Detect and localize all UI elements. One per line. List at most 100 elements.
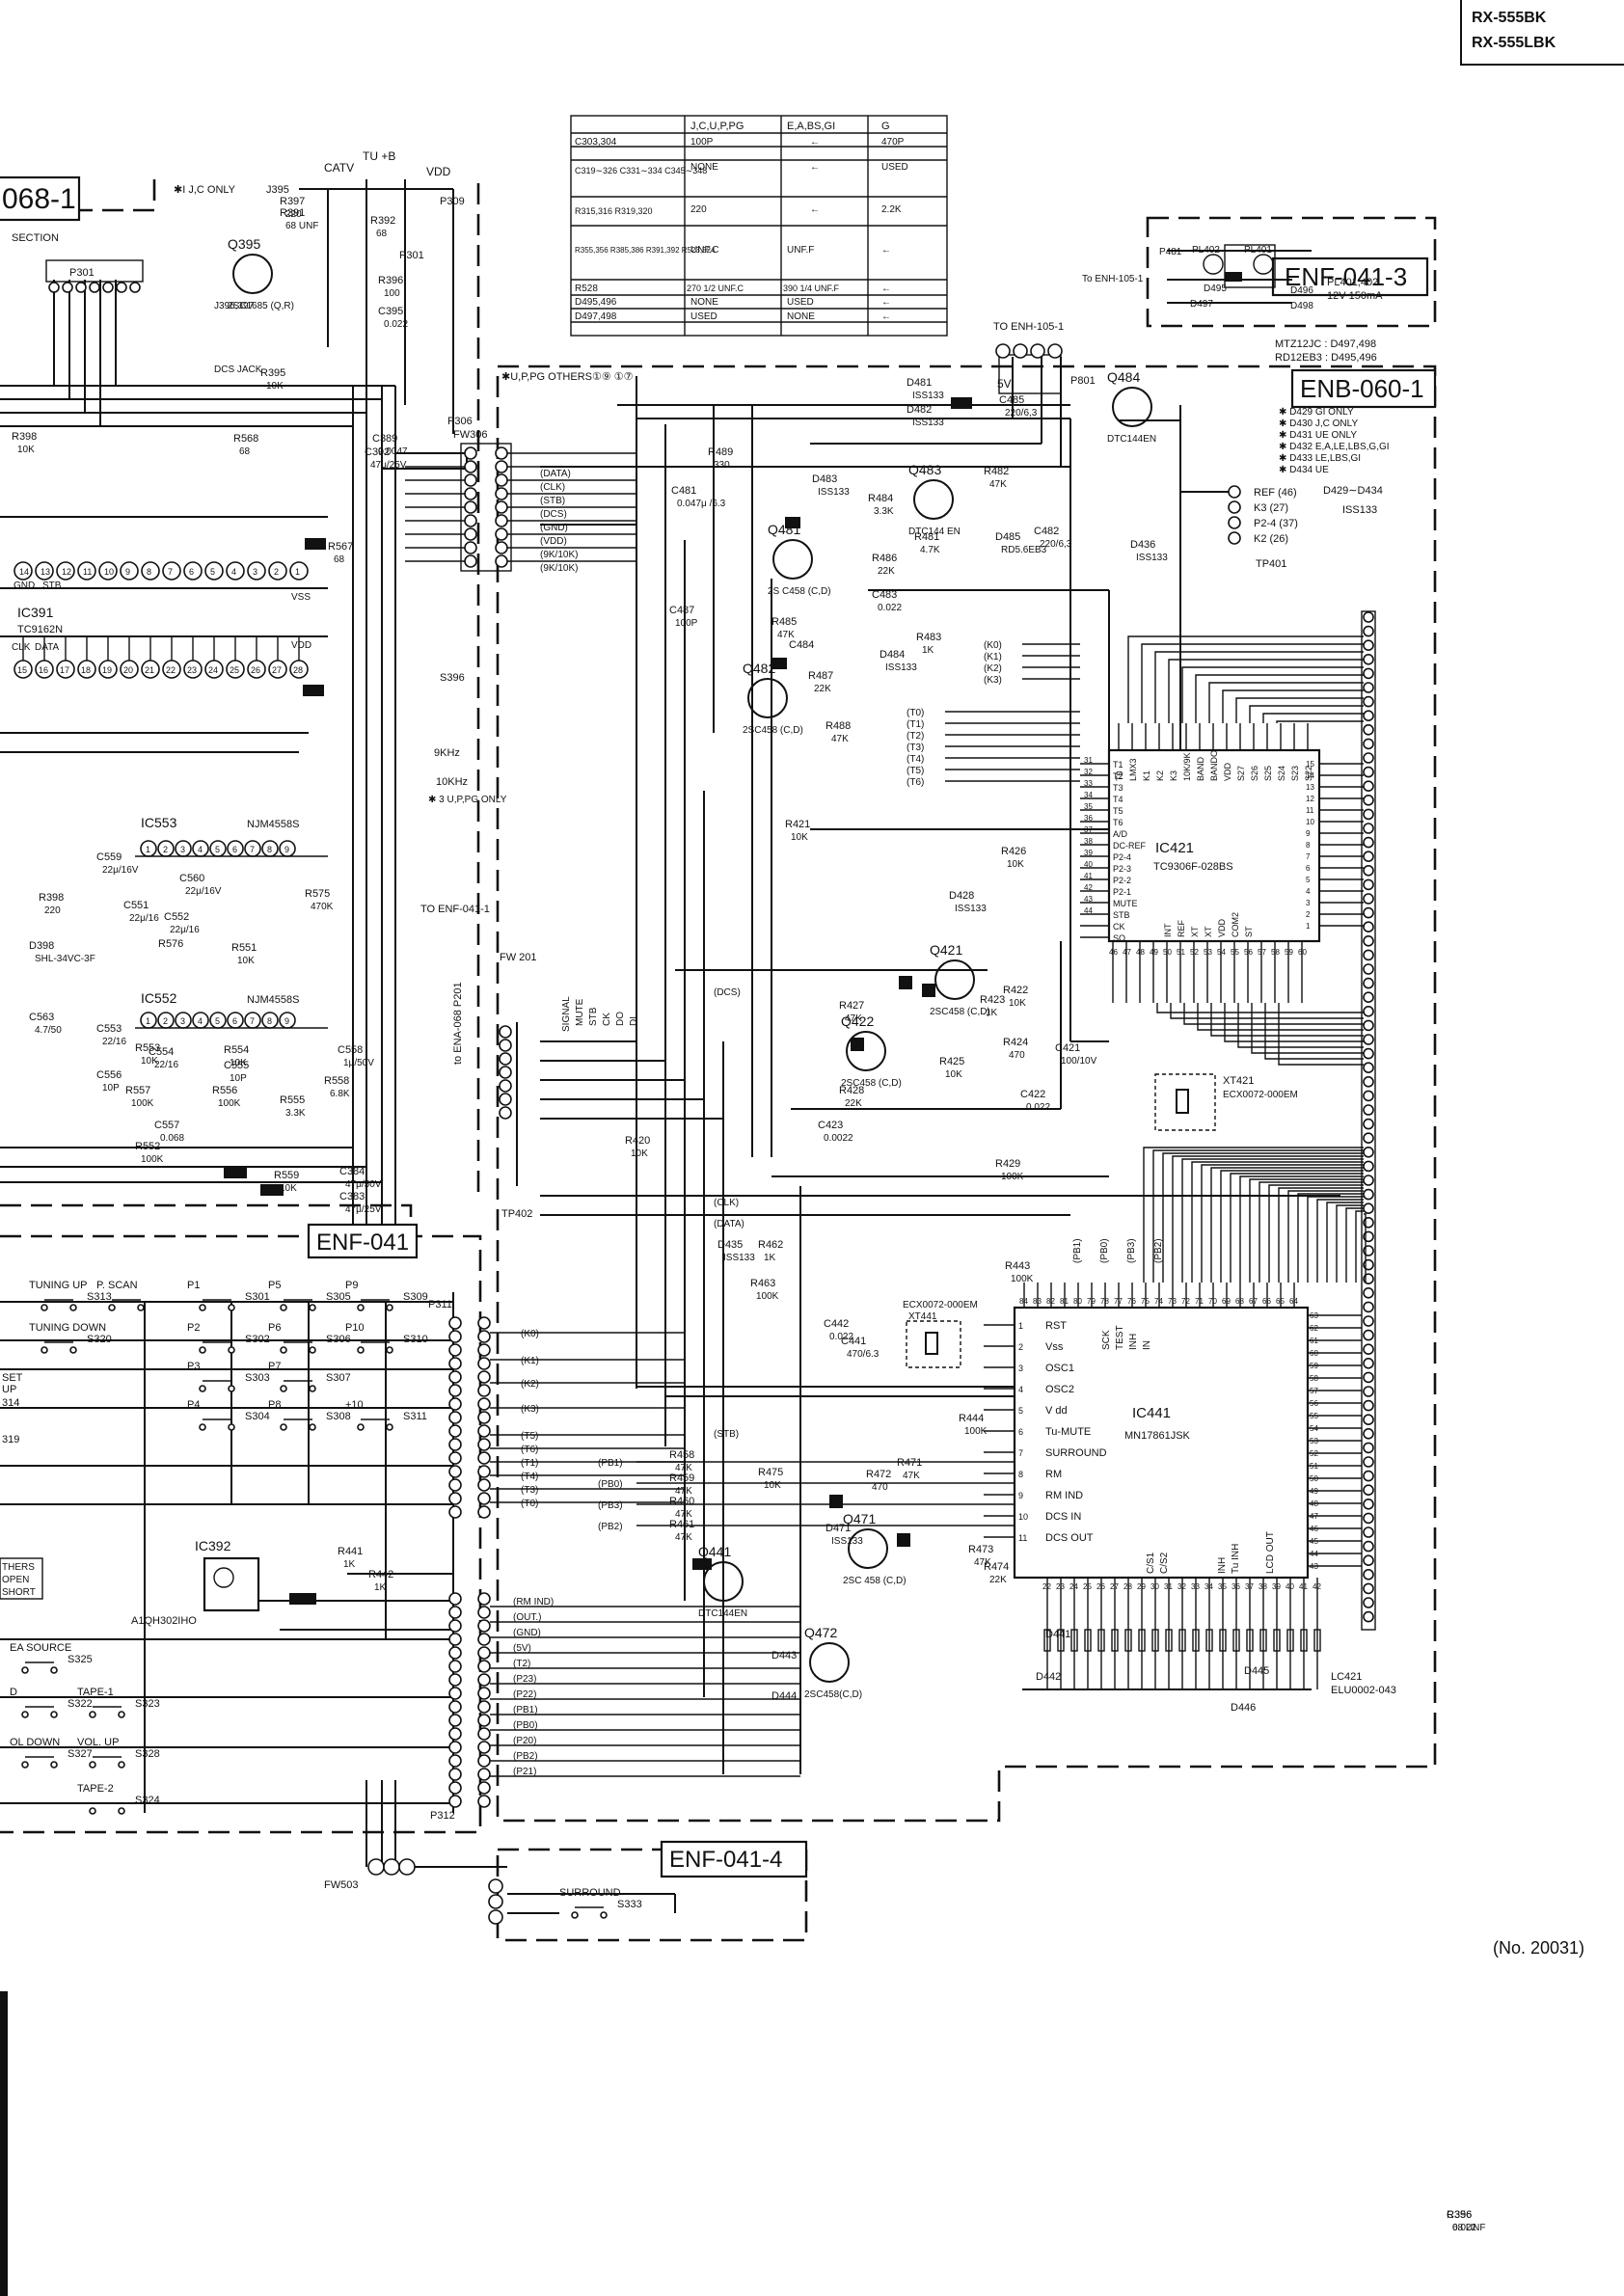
component-value: ISS133 (912, 418, 944, 428)
ic392-ref: IC392 (195, 1538, 231, 1553)
switch-ref: S307 (326, 1372, 351, 1384)
pb-signal-label: (PB0) (598, 1479, 623, 1490)
label-j395: J395 (266, 184, 289, 196)
left-label-319: 319 (2, 1434, 19, 1445)
table-cell: ← (810, 137, 820, 148)
component-value: 1K (986, 1008, 998, 1018)
component-ref: C481 (671, 485, 696, 497)
ic421-pin-number: 33 (1084, 779, 1093, 788)
component-value: 470/6.3 (847, 1349, 880, 1360)
note-ijc-only: ✱I J,C ONLY (174, 184, 236, 196)
xt441-ref: XT441 (908, 1311, 937, 1322)
component-value: 47K (675, 1532, 692, 1543)
component-value: 68 UNF (1452, 2223, 1485, 2233)
ic441-pin-number: 63 (1310, 1311, 1318, 1320)
ic441-pin-number: 69 (1222, 1297, 1231, 1306)
component-ref: D485 (995, 531, 1020, 543)
lc421-ref: LC421 (1331, 1671, 1362, 1683)
p311-signal: (T0) (521, 1499, 538, 1509)
t-bus-label: (T1) (907, 719, 924, 730)
component-ref: C442 (824, 1318, 849, 1330)
switch-ref: S310 (403, 1334, 428, 1345)
ic441-pin-number: 71 (1195, 1297, 1204, 1306)
ic421-pin-label: BAND (1196, 756, 1205, 781)
ic441-pin-number: 50 (1310, 1474, 1318, 1483)
ic441-pin-number: 25 (1083, 1582, 1092, 1591)
component-value: 47K (675, 1463, 692, 1473)
ic441-pin-label: RM IND (1045, 1490, 1083, 1501)
left-label-up: UP (2, 1384, 16, 1395)
table-cell: C319∼326 C331∼334 C345∼348 (575, 166, 707, 176)
component-value: 1K (374, 1582, 387, 1593)
ic441-pin-number: 46 (1310, 1525, 1318, 1533)
component-value: ISS133 (818, 487, 850, 498)
switch-label: P7 (268, 1361, 281, 1372)
switch-label: P9 (345, 1280, 358, 1291)
ic391-label-data: DATA (35, 642, 60, 653)
component-value: 100P (675, 618, 698, 629)
component-value: 47μ/25V (370, 460, 407, 471)
note-d429-d434: D429∼D434 (1323, 485, 1383, 497)
ena-068-title-box (0, 176, 81, 222)
component-ref: R482 (984, 466, 1009, 477)
power-tub: TU +B (363, 149, 395, 163)
component-value: 47K (974, 1557, 991, 1568)
ic441-right-pins: 6362616059585756555453525150494847464544… (1308, 1311, 1362, 1571)
ic441-pin-number: 77 (1114, 1297, 1123, 1306)
t-bus-label: (T6) (907, 777, 924, 788)
lamp-pl402-label: PL402 (1192, 245, 1220, 256)
ic553-part: NJM4558S (247, 819, 299, 830)
component-ref: R473 (968, 1544, 993, 1555)
ic421-pin-number: 36 (1084, 814, 1093, 823)
ic441-pin-number: 70 (1208, 1297, 1217, 1306)
t-bus-label: (T0) (907, 708, 924, 718)
enf-041-title-box (307, 1223, 419, 1259)
switch-label: VOL. UP (77, 1737, 119, 1748)
component-ref: R553 (135, 1042, 160, 1054)
ic552-ref: IC552 (141, 990, 177, 1006)
component-value: 10K (141, 1056, 158, 1067)
k-bus-label: (K3) (984, 675, 1002, 686)
ic421-pin-number: 32 (1084, 768, 1093, 776)
p312-signal: (P22) (513, 1689, 536, 1700)
component-ref: C483 (872, 589, 897, 601)
component-ref: R423 (980, 994, 1005, 1006)
switch-ref: S328 (135, 1748, 160, 1760)
ic441-pin-number: 47 (1310, 1512, 1318, 1521)
ic441-ref: IC441 (1132, 1405, 1171, 1421)
op-amp-pin-number: 7 (250, 845, 255, 854)
ic441-pin-number: 35 (1218, 1582, 1227, 1591)
op-amp-pin-number: 7 (250, 1016, 255, 1026)
component-value: 100K (131, 1098, 154, 1109)
component-ref: R486 (872, 553, 897, 564)
transistor-ref: Q471 (843, 1511, 876, 1526)
ic391-pin-number: 26 (251, 665, 260, 675)
table-cell: 470P (881, 137, 905, 148)
ic441-pin-label: C/S2 (1159, 1552, 1170, 1574)
enf-041-3-title: ENF-041-3 (1285, 262, 1407, 291)
ic441-pin-number: 27 (1110, 1582, 1119, 1591)
switch-label: TUNING UP (29, 1280, 88, 1291)
ic391-label-gnd: GND (14, 581, 35, 591)
component-value: 22K (814, 684, 831, 694)
table-cell: R528 (575, 284, 598, 294)
component-ref: R398 (12, 431, 37, 443)
ic421-pin-label: MUTE (1113, 899, 1138, 908)
p312-signal: (P23) (513, 1674, 536, 1685)
ic421-pin-label: S27 (1236, 766, 1246, 781)
power-vdd: VDD (426, 165, 451, 178)
component-value: 0.0047 (378, 446, 408, 457)
component-ref: R559 (274, 1170, 299, 1181)
ic441-pin-number: 3 (1018, 1364, 1023, 1373)
component-ref: R567 (328, 541, 353, 553)
ic421-pin-number: 35 (1084, 802, 1093, 811)
component-ref: R463 (750, 1278, 775, 1289)
ic441-pin-number: 33 (1191, 1582, 1200, 1591)
p311-labels: (K0)(K1)(K2)(K3)(T5)(T6)(T1)(T4)(T3)(T0) (521, 1329, 539, 1509)
table-cell: 270 1/2 UNF.C (687, 284, 744, 293)
component-value: 100K (141, 1154, 164, 1165)
label-9khz: 9KHz (434, 747, 460, 759)
enf-041-border (0, 1234, 482, 1834)
ic391-pin-number: 9 (125, 567, 130, 577)
ic421-pin-number: 52 (1190, 948, 1199, 957)
